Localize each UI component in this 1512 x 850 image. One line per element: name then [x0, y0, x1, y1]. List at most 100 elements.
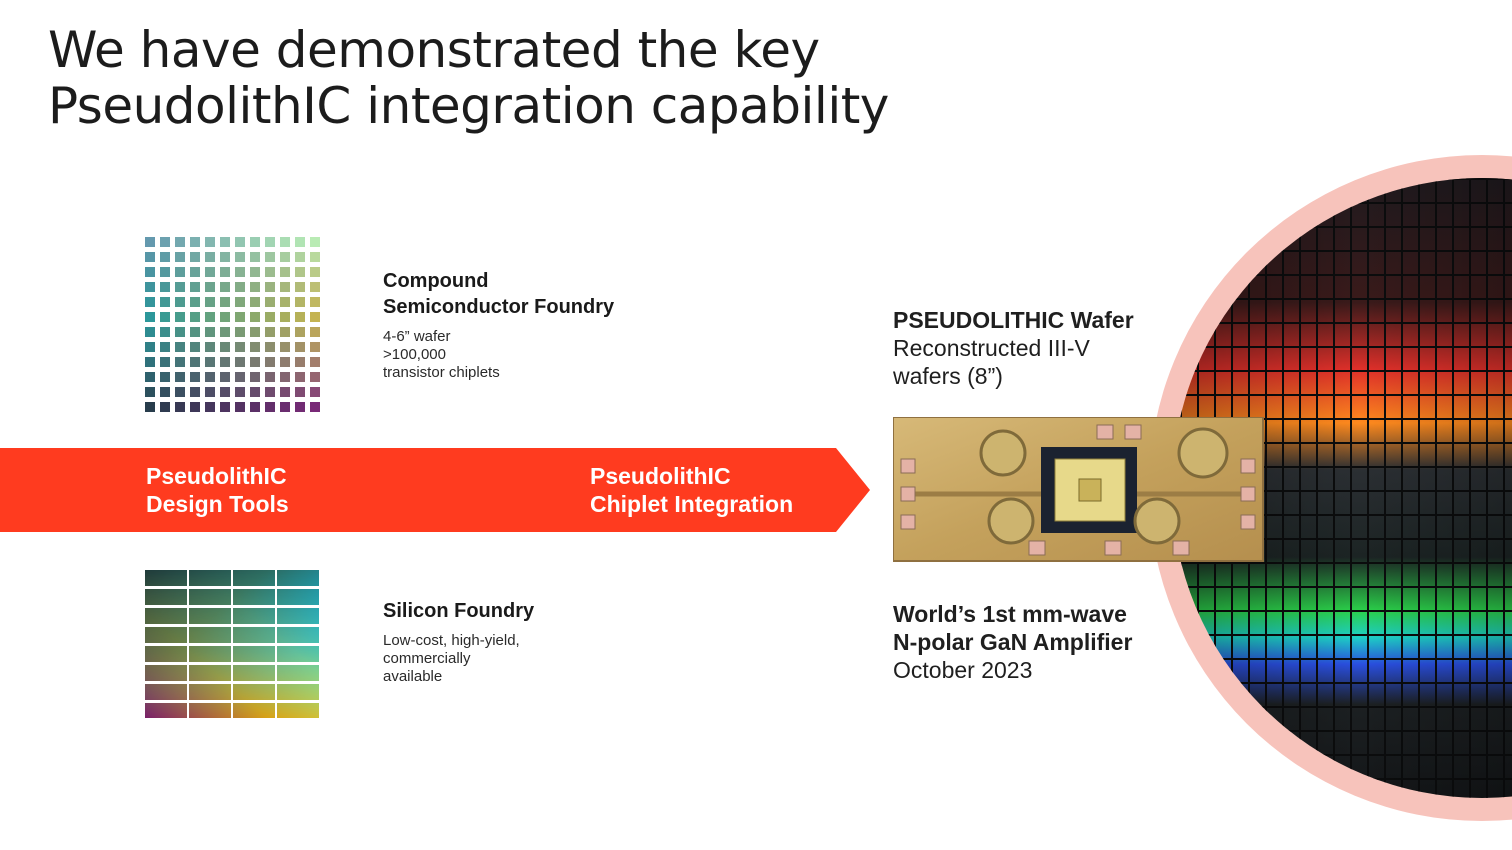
compound-grid-cell — [280, 327, 290, 337]
compound-grid-cell — [280, 267, 290, 277]
silicon-foundry-detail: Low-cost, high-yield, commercially avail… — [383, 632, 534, 686]
arrow-label-design-tools: PseudolithIC Design Tools — [146, 462, 289, 518]
compound-grid-cell — [160, 372, 170, 382]
compound-grid-cell — [175, 342, 185, 352]
silicon-detail-line-3: available — [383, 668, 443, 685]
compound-detail-line-1: 4-6” wafer — [383, 328, 451, 345]
silicon-grid-svg — [145, 570, 319, 718]
compound-grid-cell — [175, 252, 185, 262]
compound-grid-cell — [280, 252, 290, 262]
process-arrow-shape — [0, 448, 870, 532]
compound-grid-svg — [145, 237, 320, 412]
amplifier-heading-line-1: World’s 1st mm-wave — [893, 601, 1127, 627]
compound-grid-cell — [175, 312, 185, 322]
chiplet-integration-line-2: Chiplet Integration — [590, 491, 794, 517]
wafer-info-block: PSEUDOLITHIC Wafer Reconstructed III-V w… — [893, 306, 1134, 390]
compound-grid-cell — [310, 327, 320, 337]
compound-grid-cell — [160, 267, 170, 277]
compound-grid-cell — [235, 342, 245, 352]
compound-grid-cell — [265, 342, 275, 352]
compound-grid-cell — [280, 387, 290, 397]
silicon-foundry-block: Silicon Foundry Low-cost, high-yield, co… — [383, 598, 534, 686]
arrow-label-chiplet-integration: PseudolithIC Chiplet Integration — [590, 462, 793, 518]
compound-grid-cell — [235, 387, 245, 397]
compound-grid-cell — [205, 387, 215, 397]
title-line-2: PseudolithIC integration capability — [48, 77, 889, 135]
compound-grid-cell — [250, 237, 260, 247]
compound-chiplet-grid-graphic — [145, 237, 321, 413]
compound-grid-cell — [175, 372, 185, 382]
compound-grid-cell — [160, 342, 170, 352]
compound-grid-cell — [235, 252, 245, 262]
compound-grid-cell — [295, 402, 305, 412]
compound-grid-cell — [175, 297, 185, 307]
compound-grid-cell — [295, 327, 305, 337]
compound-grid-cell — [295, 342, 305, 352]
compound-grid-cell — [190, 312, 200, 322]
wafer-info-line-2: wafers (8”) — [893, 363, 1003, 389]
compound-grid-cell — [265, 297, 275, 307]
compound-grid-cell — [160, 312, 170, 322]
amplifier-info-block: World’s 1st mm-wave N-polar GaN Amplifie… — [893, 600, 1132, 684]
compound-grid-cell — [220, 387, 230, 397]
compound-grid-cell — [310, 267, 320, 277]
compound-grid-cell — [190, 402, 200, 412]
compound-grid-cell — [250, 267, 260, 277]
compound-foundry-heading: Compound Semiconductor Foundry — [383, 268, 614, 320]
compound-grid-cell — [280, 342, 290, 352]
compound-grid-cell — [295, 297, 305, 307]
compound-grid-cell — [145, 267, 155, 277]
compound-grid-cell — [205, 372, 215, 382]
compound-foundry-detail: 4-6” wafer >100,000 transistor chiplets — [383, 328, 614, 382]
compound-grid-cell — [190, 297, 200, 307]
compound-grid-cell — [310, 237, 320, 247]
compound-grid-cell — [205, 342, 215, 352]
compound-grid-cell — [160, 237, 170, 247]
compound-grid-cell — [310, 402, 320, 412]
compound-grid-cell — [145, 387, 155, 397]
compound-grid-cell — [280, 372, 290, 382]
silicon-foundry-heading: Silicon Foundry — [383, 600, 535, 622]
compound-grid-cell — [280, 282, 290, 292]
compound-grid-cell — [265, 372, 275, 382]
compound-grid-cell — [220, 327, 230, 337]
compound-grid-cell — [280, 357, 290, 367]
compound-grid-cell — [280, 402, 290, 412]
title-line-1: We have demonstrated the key — [48, 21, 820, 79]
compound-grid-cell — [175, 357, 185, 367]
compound-grid-cell — [220, 372, 230, 382]
compound-grid-cell — [250, 252, 260, 262]
compound-grid-cell — [220, 282, 230, 292]
compound-grid-cell — [265, 402, 275, 412]
compound-grid-cell — [145, 402, 155, 412]
compound-grid-cell — [145, 372, 155, 382]
compound-grid-cell — [265, 237, 275, 247]
compound-grid-cell — [190, 342, 200, 352]
compound-grid-cell — [190, 327, 200, 337]
compound-grid-cell — [205, 237, 215, 247]
compound-grid-cell — [265, 312, 275, 322]
compound-grid-cell — [250, 297, 260, 307]
compound-grid-cell — [205, 312, 215, 322]
compound-grid-cell — [295, 312, 305, 322]
compound-grid-cell — [310, 387, 320, 397]
compound-grid-cell — [175, 282, 185, 292]
compound-grid-cell — [310, 372, 320, 382]
compound-grid-cell — [190, 252, 200, 262]
compound-grid-cell — [250, 387, 260, 397]
compound-grid-cell — [295, 357, 305, 367]
compound-grid-cell — [145, 327, 155, 337]
compound-grid-cell — [235, 297, 245, 307]
compound-grid-cell — [250, 327, 260, 337]
compound-grid-cell — [160, 357, 170, 367]
compound-grid-cell — [220, 312, 230, 322]
compound-grid-cell — [205, 252, 215, 262]
compound-detail-line-3: transistor chiplets — [383, 364, 500, 381]
compound-grid-cell — [145, 297, 155, 307]
compound-grid-cell — [160, 252, 170, 262]
compound-grid-cell — [220, 267, 230, 277]
compound-grid-cell — [190, 372, 200, 382]
compound-grid-cell — [205, 357, 215, 367]
compound-grid-cell — [280, 237, 290, 247]
compound-grid-cell — [205, 402, 215, 412]
